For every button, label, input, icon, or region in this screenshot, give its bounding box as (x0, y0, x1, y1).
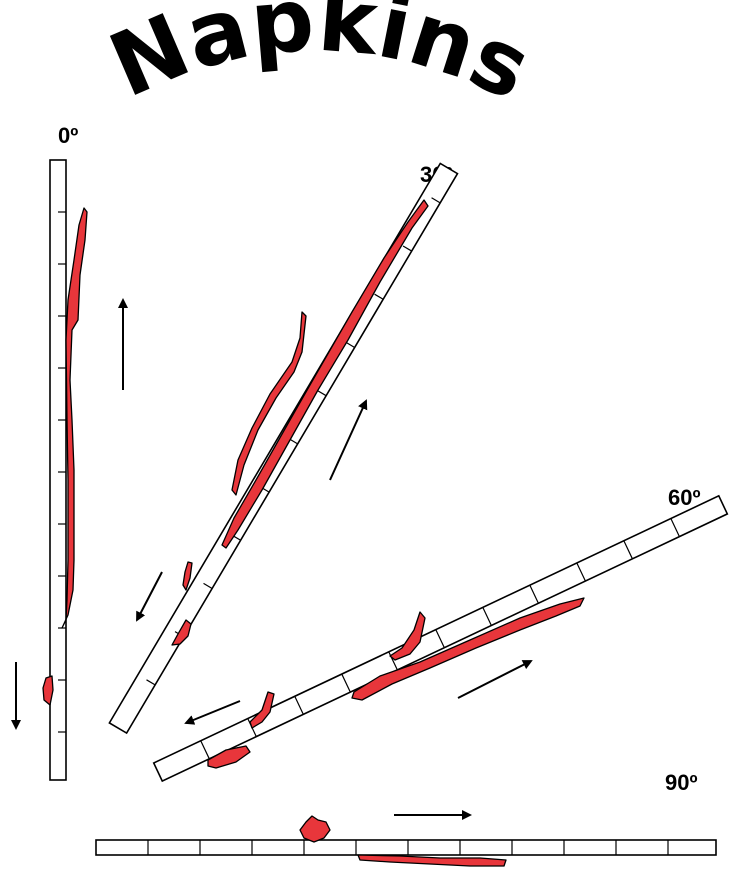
page-title: Napkins (95, 0, 545, 120)
flow-arrow-30-down (137, 572, 162, 620)
flow-arrow-30-up (330, 401, 366, 480)
ruler-90 (96, 840, 716, 855)
stain-90-top-blob (300, 816, 330, 842)
angle-label-90: 90º (665, 770, 698, 795)
stain-30-lower-long (222, 200, 428, 548)
angle-label-0: 0º (58, 123, 78, 148)
stain-60-long (352, 598, 584, 700)
flow-arrow-60-up (458, 661, 531, 698)
napkin-0-degrees: 0º (16, 123, 123, 780)
flow-arrow-60-down (186, 701, 240, 723)
stain-0-drop (43, 676, 53, 705)
title-text: Napkins (95, 0, 545, 120)
napkin-90-degrees: 90º (96, 770, 716, 866)
stain-90-bottom-streak (358, 855, 506, 866)
